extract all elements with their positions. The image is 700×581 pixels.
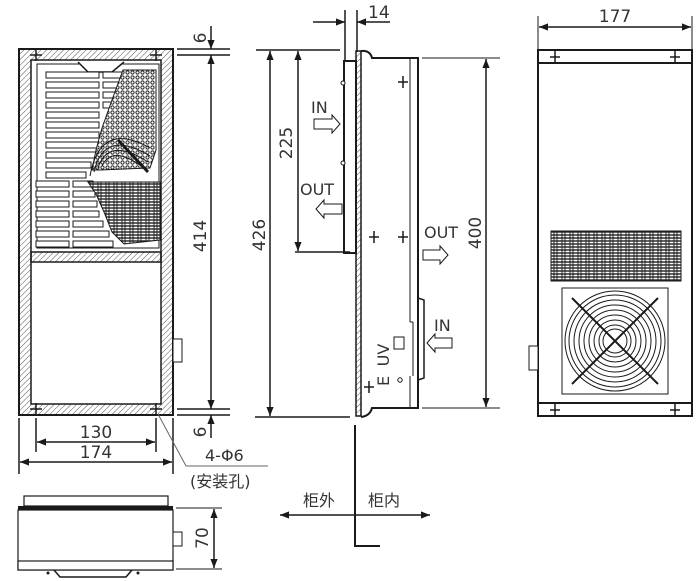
mounting-holes-rear — [550, 51, 680, 416]
louvers-lower — [35, 180, 114, 248]
front-view: 6 414 6 130 174 4-Φ6 (安装孔) — [18, 26, 268, 491]
label-in-upper: IN — [311, 98, 328, 117]
label-e: E — [374, 376, 393, 386]
uv-indicator — [393, 336, 405, 350]
label-out-upper: OUT — [300, 180, 334, 199]
mounting-holes-side — [364, 76, 408, 393]
bottom-view: 70 — [17, 495, 222, 578]
dim-bottom-gap: 6 — [191, 427, 211, 438]
dim-flange: 14 — [368, 3, 390, 23]
side-view: 14 426 225 400 IN — [250, 3, 500, 547]
dim-hole-spacing: 130 — [80, 423, 112, 443]
arrow-out-upper — [315, 198, 343, 220]
label-out-right: OUT — [424, 223, 458, 242]
dim-total-height: 426 — [250, 219, 270, 251]
hole-callout: 4-Φ6 — [205, 446, 244, 465]
arrow-out-right — [422, 244, 449, 266]
arrow-in-upper — [313, 113, 341, 135]
dim-rear-width: 177 — [599, 7, 631, 27]
mounting-holes-front — [30, 49, 162, 415]
rear-view: 177 — [528, 7, 693, 417]
fan-arcs-front — [89, 138, 151, 177]
dim-top-gap: 6 — [191, 33, 211, 44]
label-uv: UV — [374, 344, 393, 367]
dim-upper-height: 225 — [277, 127, 297, 159]
label-inside: 柜内 — [368, 491, 400, 510]
arrow-in-lower — [426, 332, 453, 354]
rear-grille — [550, 230, 682, 282]
fan-guard-icon — [564, 290, 666, 392]
label-in-lower: IN — [434, 316, 451, 335]
dim-body-height: 400 — [466, 217, 486, 249]
dim-front-width: 174 — [80, 443, 112, 463]
label-outside: 柜外 — [303, 491, 335, 510]
dim-front-height: 414 — [191, 220, 211, 252]
hole-callout-note: (安装孔) — [190, 472, 251, 491]
dim-depth: 70 — [193, 527, 213, 549]
